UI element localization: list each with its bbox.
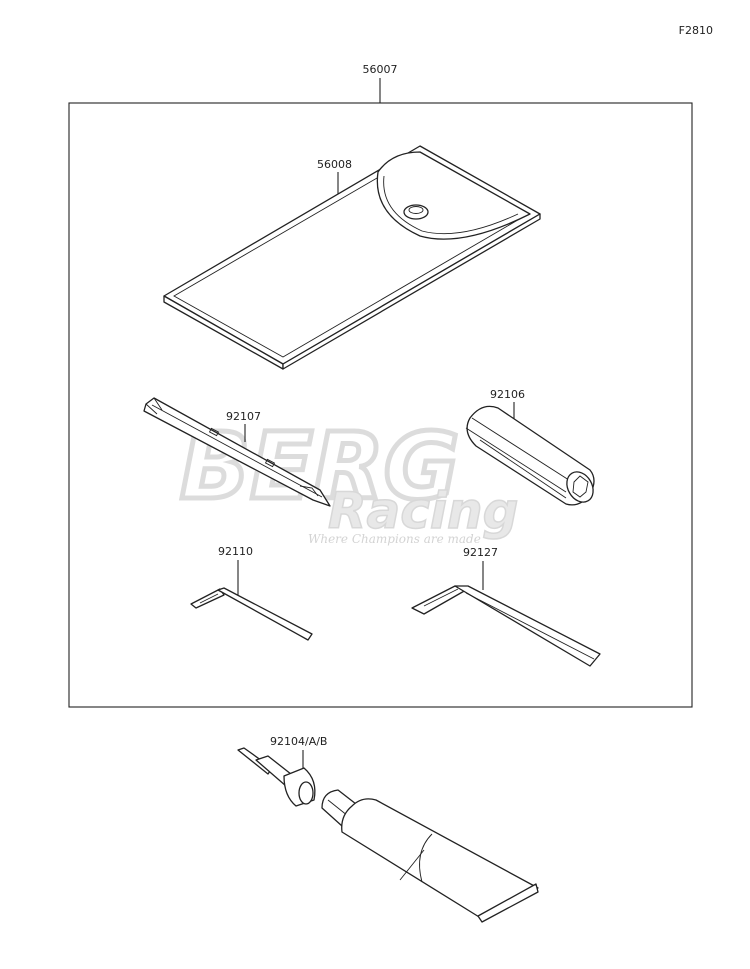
callout-92106: 92106 [490,388,525,401]
hex-wrench-large-part: 92127 [411,546,601,667]
callout-92110: 92110 [218,545,253,558]
tube-kit-part: 92104/A/B [237,735,539,923]
kit-group: 56007 [68,63,693,708]
pouch-part: 56008 [163,145,541,370]
kit-box [68,102,693,708]
callout-92127: 92127 [463,546,498,559]
figure-code: F2810 [679,24,713,37]
callout-56008: 56008 [317,158,352,171]
watermark-tagline: Where Champions are made [308,532,481,546]
hex-wrench-small-part: 92110 [190,545,313,641]
screwdriver-bit-part: 92107 [143,397,331,507]
callout-92104: 92104/A/B [270,735,327,748]
watermark-sub: Racing [328,482,518,540]
callout-92107: 92107 [226,410,261,423]
callout-56007: 56007 [363,63,398,76]
watermark-brand: BERG [180,413,459,520]
watermark: BERG Racing Where Champions are made [178,411,520,547]
handle-part: 92106 [465,388,595,506]
